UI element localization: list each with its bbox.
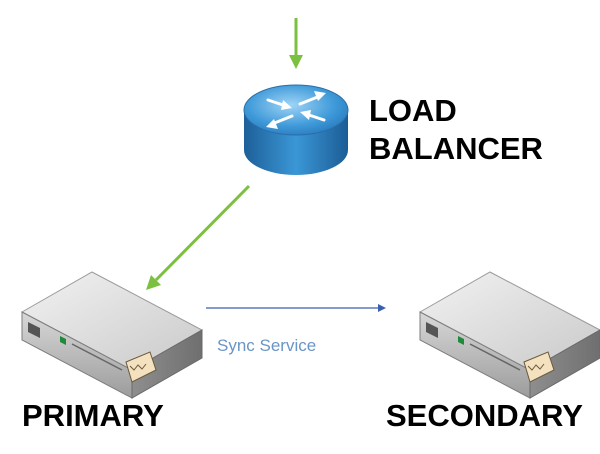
secondary-label: SECONDARY	[386, 398, 583, 433]
load-balancer-label-line1: LOAD	[369, 93, 457, 128]
traffic-arrow-to-primary	[146, 184, 251, 290]
load-balancer-label: LOAD BALANCER	[369, 92, 543, 168]
load-balancer-label-line2: BALANCER	[369, 131, 543, 166]
router-icon	[243, 84, 349, 175]
primary-label: PRIMARY	[22, 398, 164, 433]
server-icon	[418, 271, 600, 399]
server-icon	[20, 271, 204, 399]
sync-service-label: Sync Service	[217, 336, 317, 355]
incoming-traffic-arrow	[289, 18, 303, 69]
sync-arrow	[206, 304, 386, 312]
